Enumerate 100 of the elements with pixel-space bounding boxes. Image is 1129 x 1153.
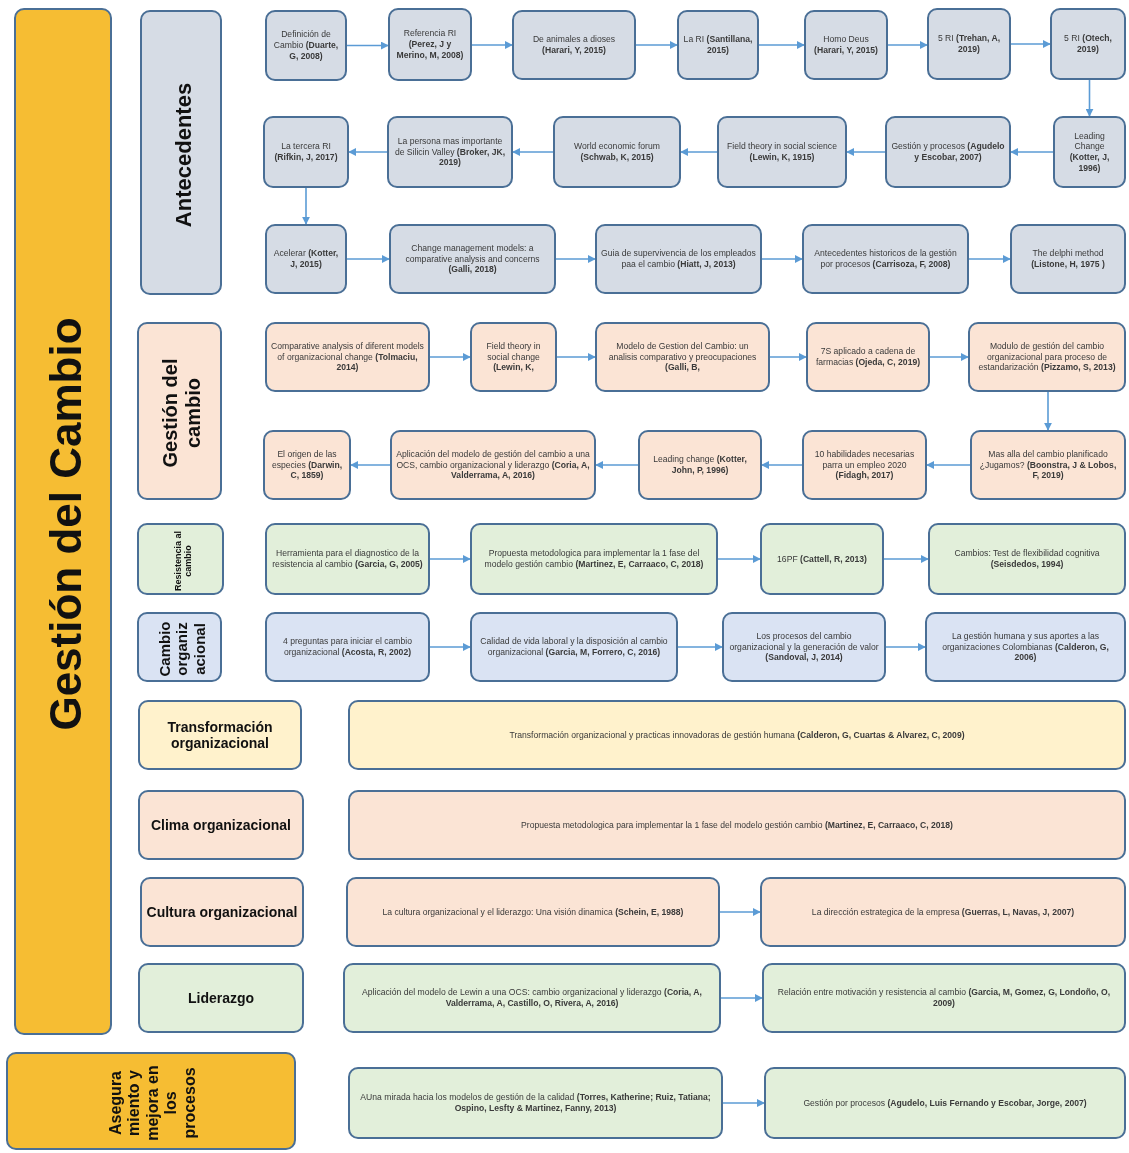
reference-text: Homo Deus (Harari, Y, 2015) <box>813 34 879 56</box>
reference-text: The delphi method (Listone, H, 1975 ) <box>1030 248 1106 270</box>
category-box <box>14 8 112 1035</box>
arrow <box>1010 40 1051 48</box>
arrow <box>761 255 803 263</box>
arrow <box>1044 391 1052 431</box>
reference-text: El origen de las especies (Darwin, C, 1859) <box>270 448 344 482</box>
category-box <box>138 790 304 860</box>
reference-text: Leading Change (Kotter, J, 1996) <box>1068 130 1111 174</box>
reference-text: La RI (Santillana, 2015) <box>682 34 754 56</box>
arrow <box>350 461 391 469</box>
arrow <box>717 555 761 563</box>
reference-box <box>925 612 1126 682</box>
reference-text: Acelerar (Kotter, J, 2015) <box>272 248 340 270</box>
arrow <box>1085 79 1094 117</box>
reference-text: Change management models: a comparative analysis and concerns (Galli, 2018) <box>404 242 541 276</box>
reference-box <box>265 612 430 682</box>
reference-text: Modelo de Gestion del Cambio: un analisis comparativo y preocupaciones (Galli, B, <box>607 340 758 374</box>
reference-text: Relación entre motivación y resistencia al cambio (Garcia, M, Gomez, G, Londoño, O, 2009) <box>776 987 1112 1009</box>
reference-text: World economic forum (Schwab, K, 2015) <box>573 141 661 163</box>
arrow <box>635 41 678 49</box>
reference-text: Definición de Cambio (Duarte, G, 2008) <box>272 29 340 62</box>
reference-text: Gestión y procesos (Agudelo y Escobar, 2007) <box>890 141 1006 163</box>
reference-text: Field theory in social science (Lewin, K, 1915) <box>726 141 838 163</box>
reference-text: 10 habilidades necesarias parra un empleo 2020 (Fidagh, 2017) <box>813 448 916 482</box>
reference-box <box>348 790 1126 860</box>
category-box <box>6 1052 296 1150</box>
arrow <box>968 255 1011 263</box>
arrow <box>719 908 761 916</box>
reference-box <box>717 116 847 188</box>
arrow <box>758 41 805 49</box>
reference-box <box>346 877 720 947</box>
reference-text: Propuesta metodologica para implementar la 1 fase del modelo gestión cambio (Martinez, E, Carraaco, C, 2018) <box>483 548 705 570</box>
reference-box <box>348 1067 723 1139</box>
category-label: Cultura organizacional <box>145 903 299 921</box>
category-label: Resistencia al cambio <box>172 530 193 594</box>
reference-text: Cambios: Test de flexibilidad cognitiva (Seisdedos, 1994) <box>953 548 1101 570</box>
reference-text: La tercera RI (Rifkin, J, 2017) <box>273 141 339 163</box>
arrow <box>885 643 926 651</box>
reference-text: Mas alla del cambio planificado ¿Jugamos? (Boonstra, J & Lobos, F, 2019) <box>978 448 1118 482</box>
arrow <box>429 555 471 563</box>
reference-box <box>722 612 886 682</box>
reference-text: Los procesos del cambio organizacional y la generación de valor (Sandoval, J, 2014) <box>728 630 880 664</box>
arrow <box>887 41 928 49</box>
reference-text: 5 RI (Otech, 2019) <box>1063 33 1113 55</box>
arrow <box>429 643 471 651</box>
reference-box <box>390 430 596 500</box>
reference-text: De animales a dioses (Harari, Y, 2015) <box>531 34 617 56</box>
reference-box <box>388 8 472 81</box>
reference-text: Propuesta metodologica para implementar la 1 fase del modelo gestión cambio (Martinez, E, Carraaco, C, 2018) <box>520 819 954 831</box>
reference-text: Aplicación del modelo de gestión del cambio a una OCS, cambio organizacional y liderazgo (Coria, A, Valderrama, A, 2016) <box>395 448 591 482</box>
arrow <box>302 187 310 225</box>
arrow <box>769 353 807 361</box>
reference-box <box>470 322 557 392</box>
reference-box <box>512 10 636 80</box>
reference-box <box>764 1067 1126 1139</box>
reference-box <box>802 430 927 500</box>
category-box <box>137 612 222 682</box>
reference-box <box>343 963 721 1033</box>
reference-box <box>804 10 888 80</box>
category-label: Liderazgo <box>186 989 256 1007</box>
reference-box <box>263 430 351 500</box>
category-box <box>137 523 224 595</box>
arrow <box>846 148 886 156</box>
reference-box <box>928 523 1126 595</box>
reference-text: La gestión humana y sus aportes a las organizaciones Colombianas (Calderon, G, 2006) <box>941 630 1110 664</box>
reference-text: Gestión por procesos (Agudelo, Luis Fernando y Escobar, Jorge, 2007) <box>802 1097 1088 1109</box>
arrow <box>471 41 513 49</box>
reference-text: Guia de supervivencia de los empleados paa el cambio (Hiatt, J, 2013) <box>600 248 757 270</box>
reference-box <box>263 116 349 188</box>
reference-box <box>470 523 718 595</box>
arrow <box>556 353 596 361</box>
reference-text: La dirección estrategica de la empresa (Guerras, L, Navas, J, 2007) <box>810 906 1076 918</box>
reference-text: Transformación organizacional y practicas innovadoras de gestión humana (Calderon, G, Cuartas & Alvarez, C, 2009) <box>508 729 966 741</box>
category-box <box>140 877 304 947</box>
arrow <box>512 148 554 156</box>
reference-box <box>1053 116 1126 188</box>
reference-text: AUna mirada hacia los modelos de gestión de la calidad (Torres, Katherine; Ruiz, Tatiana; Ospino, Lesfty & Martinez, Fanny, 2013) <box>359 1092 712 1114</box>
reference-box <box>348 700 1126 770</box>
reference-box <box>677 10 759 80</box>
reference-text: Leading change (Kotter, John, P, 1996) <box>652 454 748 476</box>
reference-text: Aplicación del modelo de Lewin a una OCS: cambio organizacional y liderazgo (Coria, A, Valderrama, A, Castillo, O, Rivera, A, 2016) <box>361 987 703 1009</box>
reference-box <box>265 322 430 392</box>
reference-text: 7S aplicado a cadena de farmacias (Ojeda, C, 2019) <box>814 346 922 368</box>
category-label: Cambio organiz acional <box>155 620 208 679</box>
reference-text: Field theory in social change (Lewin, K, <box>485 340 542 374</box>
arrow <box>429 353 471 361</box>
reference-box <box>265 523 430 595</box>
arrow <box>555 255 596 263</box>
category-label: Clima organizacional <box>149 816 292 834</box>
reference-box <box>389 224 556 294</box>
category-label: Gestión del Cambio <box>39 316 90 731</box>
reference-box <box>1050 8 1126 80</box>
reference-box <box>265 10 347 81</box>
reference-text: Antecedentes historicos de la gestión por procesos (Carrisoza, F, 2008) <box>813 248 958 270</box>
reference-box <box>1010 224 1126 294</box>
reference-text: Referencia RI (Perez, J y Merino, M, 2008) <box>395 28 465 61</box>
arrow <box>595 461 639 469</box>
arrow <box>722 1099 765 1107</box>
reference-text: 16PF (Cattell, R, 2013) <box>776 553 868 565</box>
